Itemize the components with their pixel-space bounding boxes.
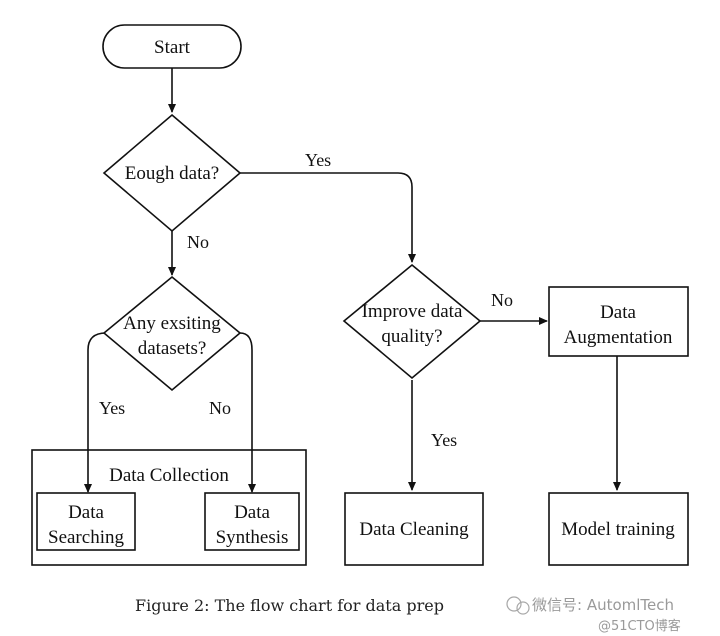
model-training-label: Model training [561,519,675,540]
edge-label-datasets-yes: Yes [99,398,125,418]
data-synthesis-label-line2: Synthesis [216,527,289,548]
start-node: Start [102,24,242,69]
edge-label-quality-no: No [491,290,513,310]
data-cleaning-label: Data Cleaning [359,519,469,540]
data-augmentation-label-line2: Augmentation [564,327,673,348]
enough-data-label: Eough data? [125,163,219,184]
edge-label-datasets-no: No [209,398,231,418]
data-collection-group: Data Collection [31,449,307,566]
data-synthesis-label-line1: Data [234,502,270,523]
data-augmentation-node: Data Augmentation [548,286,689,357]
data-synthesis-node: Data Synthesis [204,492,300,551]
data-searching-label-line1: Data [68,502,104,523]
any-datasets-decision: Any exsiting datasets? [102,275,242,392]
figure-caption: Figure 2: The flow chart for data prep [135,596,444,615]
model-training-node: Model training [548,492,689,566]
any-datasets-label-line1: Any exsiting [123,313,221,334]
watermark: 微信号: AutomlTech @51CTO博客 [506,596,681,634]
any-datasets-label-line2: datasets? [138,338,207,359]
edge-datasets-yes [84,332,107,493]
data-collection-label: Data Collection [109,465,229,486]
edge-label-enough-yes: Yes [305,150,331,170]
edge-label-quality-yes: Yes [431,430,457,450]
enough-data-decision: Eough data? [102,113,242,233]
improve-quality-label-line1: Improve data [362,301,463,322]
edge-enough-yes [240,172,416,263]
improve-quality-decision: Improve data quality? [342,263,482,380]
edges [84,68,621,493]
edge-datasets-no [239,332,256,493]
watermark-source: @51CTO博客 [598,618,681,634]
edge-label-enough-no: No [187,232,209,252]
data-searching-node: Data Searching [36,492,136,551]
data-searching-label-line2: Searching [48,527,124,548]
watermark-logo-icon [506,596,530,615]
data-cleaning-node: Data Cleaning [344,492,484,566]
start-label: Start [154,37,191,58]
watermark-text: 微信号: AutomlTech [532,596,674,614]
improve-quality-label-line2: quality? [381,326,442,347]
data-augmentation-label-line1: Data [600,302,636,323]
